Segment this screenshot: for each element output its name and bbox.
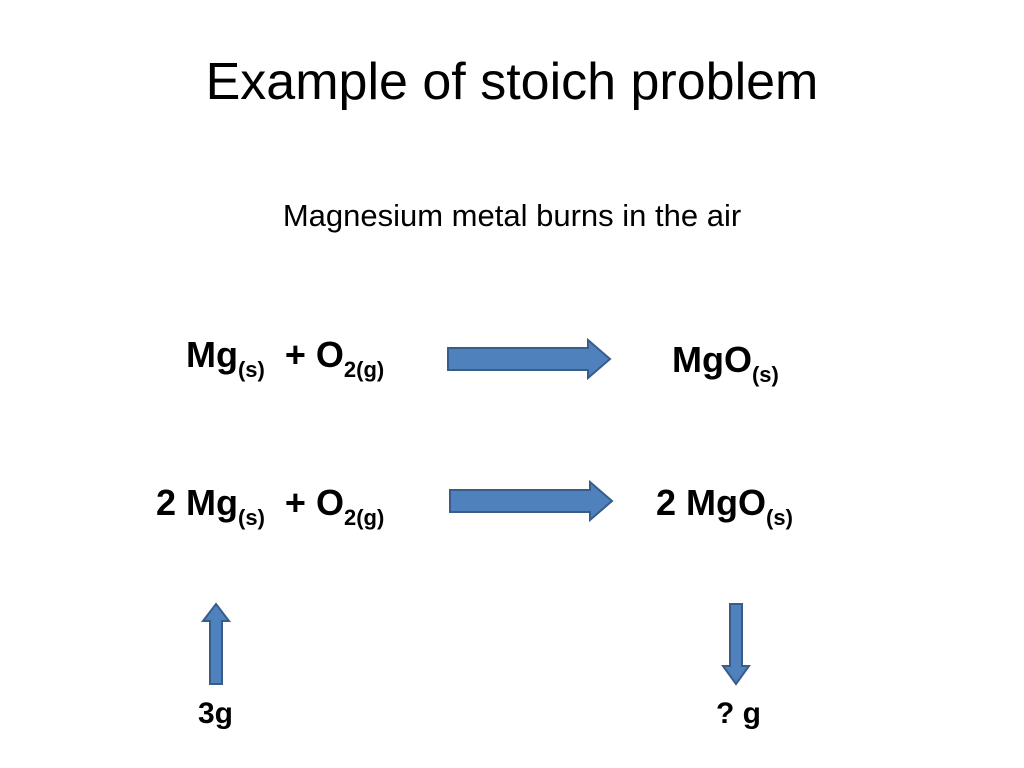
equation2-plus-oxygen: + O — [284, 482, 344, 523]
right-arrow-icon — [449, 480, 614, 522]
unknown-mass-label: ? g — [716, 697, 761, 730]
equation1-product-state: (s) — [751, 362, 779, 387]
down-arrow-icon — [721, 603, 751, 686]
equation1-reactant2-subscript: 2(g) — [343, 357, 385, 382]
equation1-reactants: Mg(s) + O2(g) — [186, 333, 384, 381]
equation2-product-symbol: 2 MgO — [656, 482, 767, 523]
equation1-reactant1-state: (s) — [237, 357, 265, 382]
slide-subtitle: Magnesium metal burns in the air — [282, 198, 742, 233]
equation2-reactant1-state: (s) — [238, 505, 265, 530]
slide-title: Example of stoich problem — [205, 53, 819, 111]
equation2-reactant2-subscript: 2(g) — [343, 505, 385, 530]
given-mass-label: 3g — [198, 697, 234, 730]
equation2-product-state: (s) — [766, 505, 793, 530]
up-arrow-icon — [200, 602, 232, 685]
equation2-reactant1: 2 Mg — [156, 482, 239, 523]
equation2-product: 2 MgO(s) — [656, 481, 793, 529]
equation1-plus-oxygen: + O — [284, 334, 344, 375]
equation1-reactant1-symbol: Mg — [186, 334, 238, 375]
equation1-product: MgO(s) — [672, 338, 779, 386]
equation1-product-symbol: MgO — [672, 339, 752, 380]
equation2-reactants: 2 Mg(s) + O2(g) — [156, 481, 384, 529]
right-arrow-icon — [447, 338, 612, 380]
